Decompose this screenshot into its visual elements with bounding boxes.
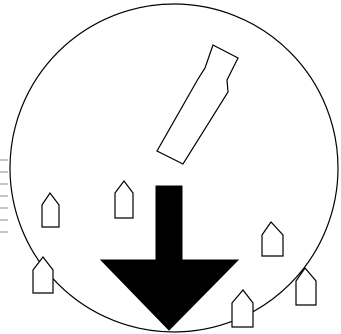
particle-icon <box>115 181 133 218</box>
particle-icon <box>42 193 59 227</box>
particle-icon <box>232 290 253 327</box>
particle-icon <box>33 257 53 293</box>
left-tick-marks <box>0 160 8 232</box>
bottle-icon <box>157 45 238 164</box>
particle-icon <box>262 222 283 256</box>
